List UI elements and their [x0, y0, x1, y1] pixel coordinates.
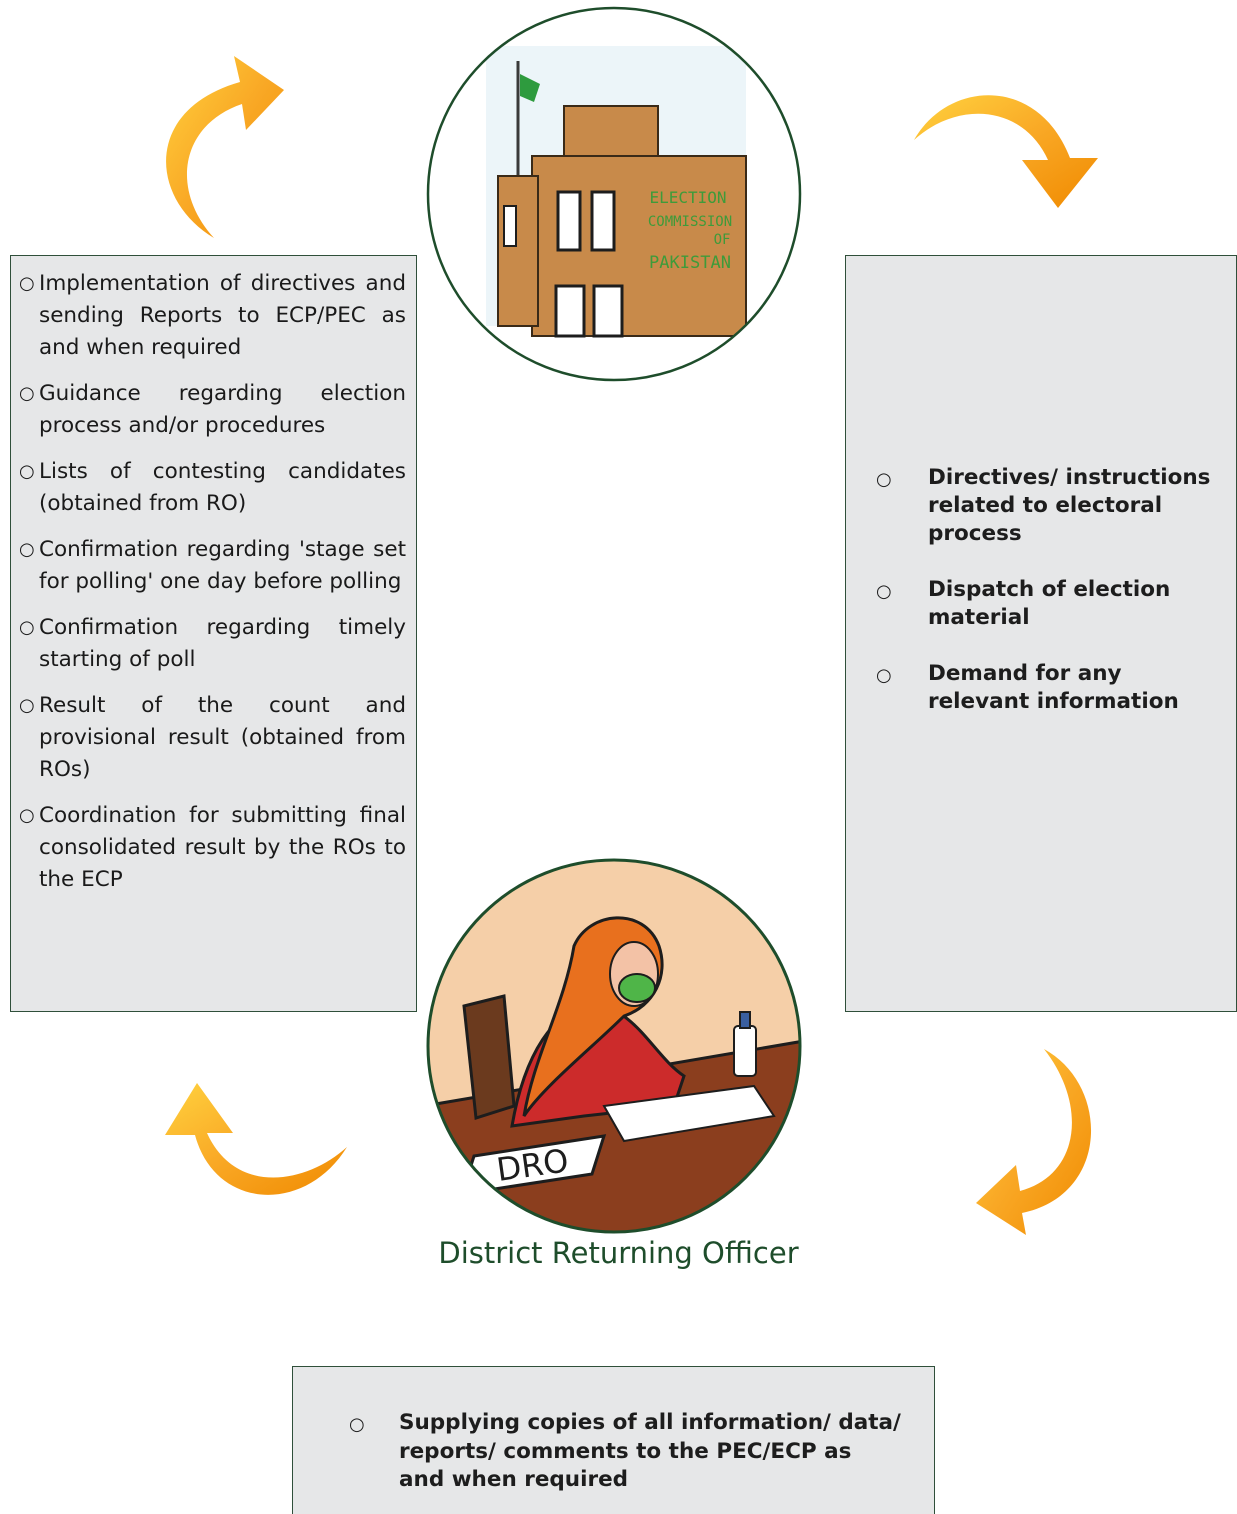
- left-list-item: ○Guidance regarding election process and…: [19, 378, 406, 442]
- left-item-text: Confirmation regarding timely starting o…: [39, 615, 406, 672]
- bullet-icon: ○: [349, 1414, 365, 1435]
- left-list-item: ○Result of the count and provisional res…: [19, 690, 406, 786]
- bullet-icon: ○: [19, 617, 35, 638]
- bullet-icon: ○: [19, 461, 35, 482]
- left-item-text: Guidance regarding election process and/…: [39, 381, 406, 438]
- right-list-item: ○ Dispatch of election material: [876, 576, 1222, 632]
- ecp-sign-line3: OF: [714, 232, 731, 248]
- left-item-text: Coordination for submitting final consol…: [39, 803, 406, 892]
- left-item-text: Implementation of directives and sending…: [39, 271, 406, 360]
- right-item-text: Directives/ instructions related to elec…: [928, 465, 1211, 546]
- left-item-text: Result of the count and provisional resu…: [39, 693, 406, 782]
- left-item-text: Lists of contesting candidates (obtained…: [39, 459, 406, 516]
- ecp-sign-line4: PAKISTAN: [649, 253, 731, 273]
- pakistan-flag-icon: [520, 74, 540, 102]
- bottom-list-item: ○ Supplying copies of all information/ da…: [349, 1409, 904, 1495]
- curved-arrow-top-left-icon: [166, 56, 284, 238]
- bottom-info-box: ○ Supplying copies of all information/ da…: [292, 1366, 935, 1514]
- left-item-text: Confirmation regarding 'stage set for po…: [39, 537, 406, 594]
- water-bottle-icon: [733, 1025, 757, 1077]
- bullet-icon: ○: [19, 695, 35, 716]
- left-list-item: ○Coordination for submitting final conso…: [19, 800, 406, 896]
- bullet-icon: ○: [876, 469, 892, 490]
- left-list-item: ○Confirmation regarding timely starting …: [19, 612, 406, 676]
- bullet-icon: ○: [19, 805, 35, 826]
- right-item-text: Dispatch of election material: [928, 577, 1171, 630]
- ecp-sign-line1: ELECTION: [649, 188, 726, 207]
- bottom-item-text: Supplying copies of all information/ dat…: [399, 1410, 901, 1492]
- left-list-item: ○Confirmation regarding 'stage set for p…: [19, 534, 406, 598]
- right-list-item: ○ Demand for any relevant information: [876, 660, 1222, 716]
- left-info-box: ○Implementation of directives and sendin…: [10, 255, 417, 1012]
- bullet-icon: ○: [19, 273, 35, 294]
- curved-arrow-bottom-right-icon: [976, 1049, 1092, 1235]
- dro-caption: District Returning Officer: [438, 1236, 799, 1270]
- district-returning-officer-illustration: DRO: [426, 858, 802, 1234]
- right-item-text: Demand for any relevant information: [928, 661, 1179, 714]
- face-mask-icon: [618, 973, 656, 1003]
- ecp-sign-line2: COMMISSION: [648, 214, 732, 230]
- curved-arrow-top-right-icon: [914, 95, 1098, 208]
- election-commission-building-illustration: ELECTION COMMISSION OF PAKISTAN: [426, 6, 802, 382]
- bullet-icon: ○: [19, 383, 35, 404]
- left-list-item: ○Implementation of directives and sendin…: [19, 268, 406, 364]
- bullet-icon: ○: [876, 581, 892, 602]
- curved-arrow-bottom-left-icon: [165, 1083, 347, 1195]
- right-info-box: ○ Directives/ instructions related to ele…: [845, 255, 1237, 1012]
- bullet-icon: ○: [876, 665, 892, 686]
- bullet-icon: ○: [19, 539, 35, 560]
- left-list-item: ○Lists of contesting candidates (obtaine…: [19, 456, 406, 520]
- right-list-item: ○ Directives/ instructions related to ele…: [876, 464, 1222, 548]
